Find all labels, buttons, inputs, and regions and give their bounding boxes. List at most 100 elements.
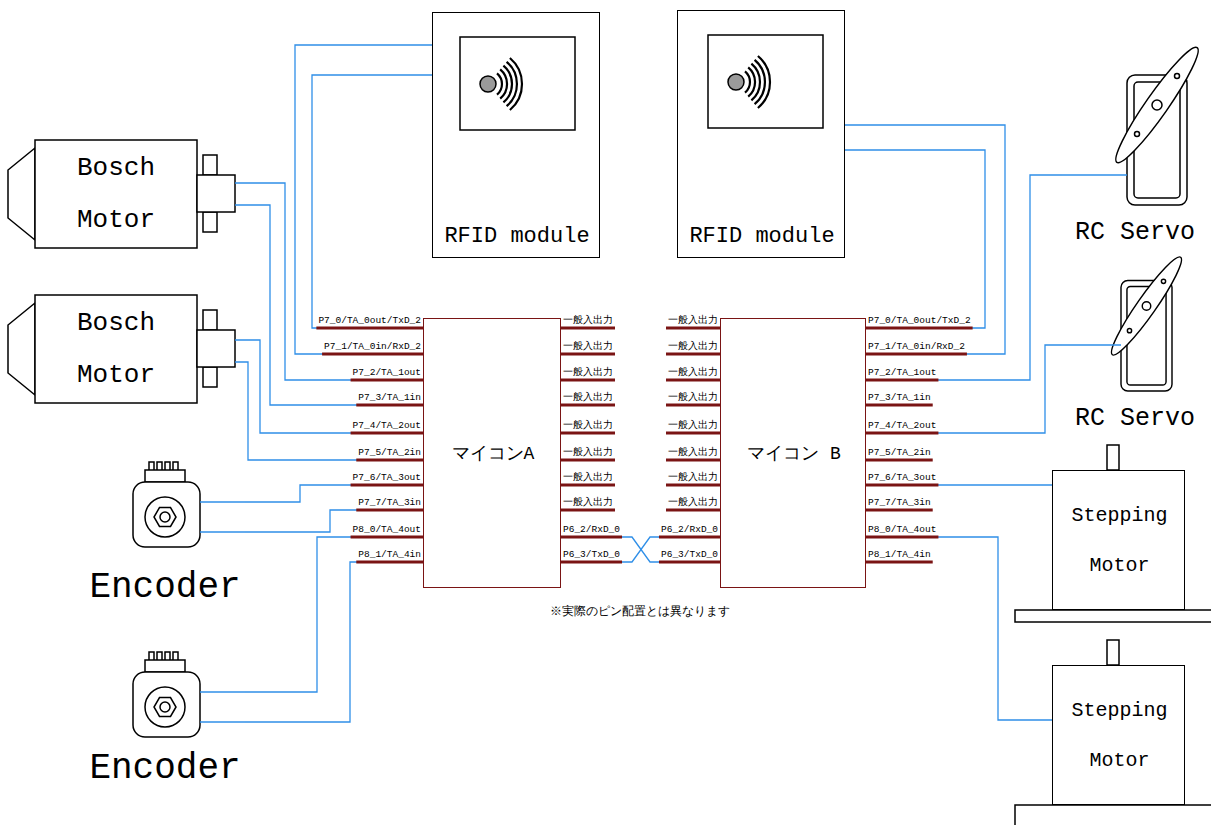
signal-wire: [561, 537, 720, 562]
pin-stub: [666, 509, 720, 512]
node-label: RFID module: [444, 223, 589, 251]
pin-stub: [561, 379, 615, 382]
gpio-label: 一般入出力: [563, 392, 613, 403]
signal-wire: [235, 183, 423, 380]
pin-label: P7_2/TA_1out: [868, 367, 936, 378]
stepper-box: Stepping Motor: [1052, 470, 1185, 610]
mcu-box: マイコン B: [720, 318, 866, 588]
text-area: Encoder: [85, 746, 245, 792]
gpio-label: 一般入出力: [563, 420, 613, 431]
encoder-shaft-ring: [145, 687, 185, 727]
text-area: マイコン B: [721, 319, 867, 589]
pin-label: P7_0/TA_0out/TxD_2: [868, 315, 971, 326]
rfid-waves: [745, 56, 770, 108]
pin-stub: [659, 561, 720, 564]
pin-label: P8_0/TA_4out: [353, 524, 421, 535]
pin-stub: [356, 509, 423, 512]
pin-label: P7_4/TA_2out: [353, 420, 421, 431]
pin-stub: [351, 379, 423, 382]
lead-wire: [200, 531, 245, 532]
pin-stub: [316, 327, 423, 330]
pin-stub: [561, 432, 615, 435]
text-area: Encoder: [85, 564, 245, 612]
servo-illustration: [1108, 41, 1206, 205]
pin-stub: [866, 484, 938, 487]
node-label: Bosch Motor: [61, 142, 171, 246]
pin-stub: [866, 404, 933, 407]
pin-stub: [561, 327, 615, 330]
note-text: ※実際のピン配置とは異なります: [550, 604, 730, 620]
node-label: Stepping Motor: [1065, 491, 1175, 591]
text-area: Stepping Motor: [1053, 666, 1186, 806]
lead-wire: [200, 501, 245, 502]
pin-stub: [561, 561, 622, 564]
motor-cap: [8, 303, 35, 395]
servo-part: RC Servo: [1062, 45, 1208, 250]
motor-plug: [197, 330, 235, 367]
rfid-emitter: [728, 74, 744, 90]
pin-stub: [561, 459, 615, 462]
text-area: RFID module: [433, 219, 601, 255]
gpio-label: 一般入出力: [668, 472, 718, 483]
pin-stub: [866, 509, 933, 512]
pin-label: P8_0/TA_4out: [868, 524, 936, 535]
pin-stub: [561, 484, 615, 487]
plug-tab: [203, 212, 217, 232]
motor-body: [35, 295, 197, 403]
pin-label: P7_5/TA_2in: [868, 447, 931, 458]
pin-label: P6_2/RxD_0: [563, 524, 620, 535]
signal-wire: [845, 125, 1005, 354]
signal-wire: [312, 75, 432, 328]
signal-wire: [561, 537, 720, 562]
gpio-label: 一般入出力: [563, 341, 613, 352]
pin-stub: [356, 459, 423, 462]
encoder-part: Encoder: [85, 462, 245, 620]
encoder-part: Encoder: [85, 652, 245, 792]
node-label: Encoder: [89, 566, 240, 610]
signal-wire: [235, 340, 423, 433]
gpio-label: 一般入出力: [668, 497, 718, 508]
rfid-window: [460, 37, 575, 130]
node-label: Stepping Motor: [1065, 686, 1175, 786]
plug-tab: [203, 155, 217, 175]
signal-wire: [235, 205, 423, 405]
stepper-base: [1015, 805, 1211, 825]
text-area: マイコンA: [424, 319, 562, 589]
stepper-base: [1015, 610, 1211, 622]
lead-wire: [200, 691, 245, 692]
motor-cap: [8, 148, 35, 240]
node-label: RC Servo: [1075, 218, 1195, 248]
rfid-module-box: RFID module: [432, 12, 600, 258]
gpio-label: 一般入出力: [668, 341, 718, 352]
pin-stub: [356, 561, 423, 564]
signal-wire: [245, 537, 423, 692]
text-area: Stepping Motor: [1053, 471, 1186, 611]
node-label: RC Servo: [1075, 404, 1195, 434]
text-area: RC Servo: [1062, 217, 1208, 249]
stepper-shaft: [1107, 445, 1119, 470]
pin-label: P7_1/TA_0in/RxD_2: [868, 341, 965, 352]
signal-wire: [235, 362, 423, 460]
pin-label: P7_4/TA_2out: [868, 420, 936, 431]
encoder-shaft: [160, 702, 170, 712]
pin-stub: [561, 536, 622, 539]
encoder-body: [133, 482, 200, 547]
lead-wire: [1062, 174, 1127, 175]
pin-stub: [666, 404, 720, 407]
pin-label: P7_0/TA_0out/TxD_2: [318, 315, 421, 326]
pin-stub: [322, 353, 423, 356]
gpio-label: 一般入出力: [563, 497, 613, 508]
encoder-shaft: [160, 512, 170, 522]
pin-stub: [351, 484, 423, 487]
text-area: Bosch Motor: [35, 140, 197, 248]
text-area: RFID module: [678, 219, 846, 255]
pin-stub: [561, 404, 615, 407]
gpio-label: 一般入出力: [563, 367, 613, 378]
encoder-body: [133, 672, 200, 737]
signal-wire: [295, 45, 432, 354]
pin-label: P7_6/TA_3out: [353, 472, 421, 483]
pin-label: P7_1/TA_0in/RxD_2: [324, 341, 421, 352]
node-label: RFID module: [689, 223, 834, 251]
pin-stub: [866, 459, 933, 462]
